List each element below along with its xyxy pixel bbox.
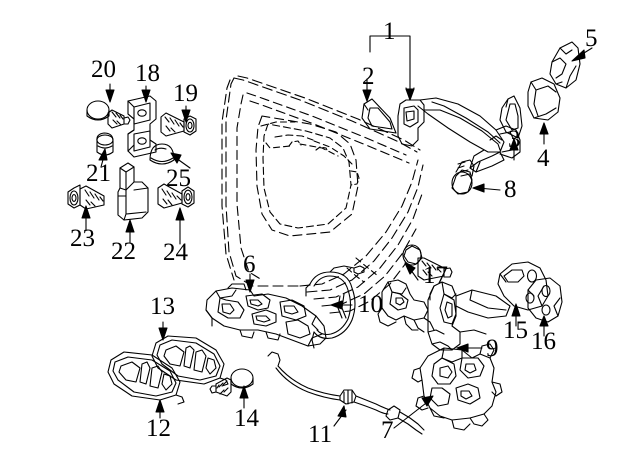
- callout-14-leader: [239, 385, 249, 409]
- callout-16-leader: [539, 315, 549, 337]
- callout-label-23: 23: [70, 225, 95, 252]
- callout-label-20: 20: [91, 56, 116, 83]
- callout-7-leader: [393, 395, 434, 429]
- callout-label-7: 7: [381, 417, 394, 444]
- callout-label-12: 12: [146, 415, 171, 442]
- part-5-lock-cover: [549, 41, 581, 89]
- callout-label-8: 8: [504, 176, 517, 203]
- part-20-hinge-pin: [86, 100, 131, 129]
- part-9-latch-bracket: [377, 279, 511, 351]
- callout-13-leader: [158, 321, 168, 341]
- door-panel-outline: [221, 75, 424, 314]
- callout-10-leader: [330, 300, 353, 310]
- callout-label-15: 15: [503, 317, 528, 344]
- part-18-check-bracket: [127, 95, 157, 158]
- callout-label-1: 1: [383, 18, 396, 45]
- part-19-check-bolt: [160, 112, 197, 137]
- callout-label-9: 9: [486, 335, 499, 362]
- part-11-release-cable: [267, 351, 425, 435]
- callout-label-6: 6: [243, 251, 256, 278]
- callout-9-leader: [456, 343, 483, 353]
- callout-label-3: 3: [508, 126, 521, 153]
- callout-label-19: 19: [173, 80, 198, 107]
- callout-6-leader: [245, 273, 255, 293]
- callout-2-leader: [362, 78, 372, 102]
- part-8-handle-screw: [451, 159, 475, 195]
- callout-3-leader: [509, 138, 519, 161]
- callout-label-24: 24: [163, 239, 188, 266]
- part-6-handle-housing: [205, 283, 327, 347]
- callout-label-11: 11: [308, 421, 333, 448]
- part-24-check-bolt-right: [157, 183, 195, 209]
- callout-label-25: 25: [166, 165, 191, 192]
- callout-label-18: 18: [135, 60, 160, 87]
- callout-label-5: 5: [585, 25, 598, 52]
- part-16-striker-small: [527, 277, 563, 323]
- part-25-hinge-cap: [149, 143, 175, 165]
- callout-label-21: 21: [86, 160, 111, 187]
- part-3-handle-seal: [499, 95, 523, 139]
- callout-label-14: 14: [234, 405, 259, 432]
- callout-4-leader: [539, 122, 549, 145]
- callout-label-16: 16: [531, 328, 556, 355]
- part-7-lock-actuator: [411, 343, 503, 431]
- part-22-check-arm: [117, 162, 149, 221]
- part-4-handle-end-cover: [527, 77, 561, 121]
- part-23-check-bolt-left: [67, 184, 105, 210]
- callout-label-4: 4: [537, 145, 550, 172]
- part-2-handle-end-cap: [361, 98, 397, 134]
- callout-label-10: 10: [358, 291, 383, 318]
- callout-label-2: 2: [362, 63, 375, 90]
- part-14-bezel-screw: [209, 368, 254, 397]
- callout-5-leader: [571, 47, 593, 62]
- callout-1-bracket: [369, 29, 415, 101]
- part-12-bezel-lower: [107, 351, 185, 405]
- callout-11-leader: [333, 405, 347, 427]
- callout-label-22: 22: [111, 238, 136, 265]
- callout-label-13: 13: [150, 293, 175, 320]
- callout-8-leader: [472, 183, 501, 193]
- callout-15-leader: [511, 303, 521, 327]
- callout-12-leader: [155, 399, 165, 419]
- callout-leaders-left-group: [81, 83, 191, 245]
- callout-17-leader: [404, 262, 419, 281]
- callout-label-17: 17: [423, 262, 448, 289]
- part-17-latch-screw: [402, 244, 453, 281]
